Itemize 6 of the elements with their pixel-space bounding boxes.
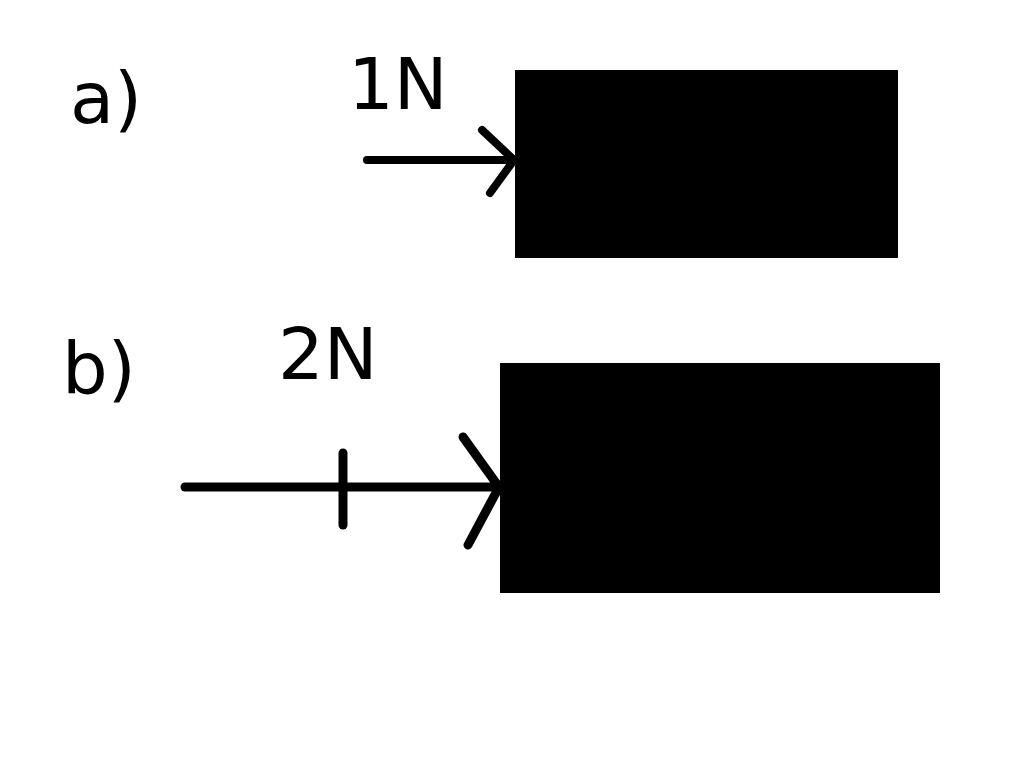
force-label: 1N (348, 48, 448, 120)
part-label: a) (70, 62, 143, 134)
block (515, 70, 898, 258)
part-label: b) (62, 332, 136, 404)
block (500, 363, 940, 593)
force-label: 2N (278, 318, 378, 390)
